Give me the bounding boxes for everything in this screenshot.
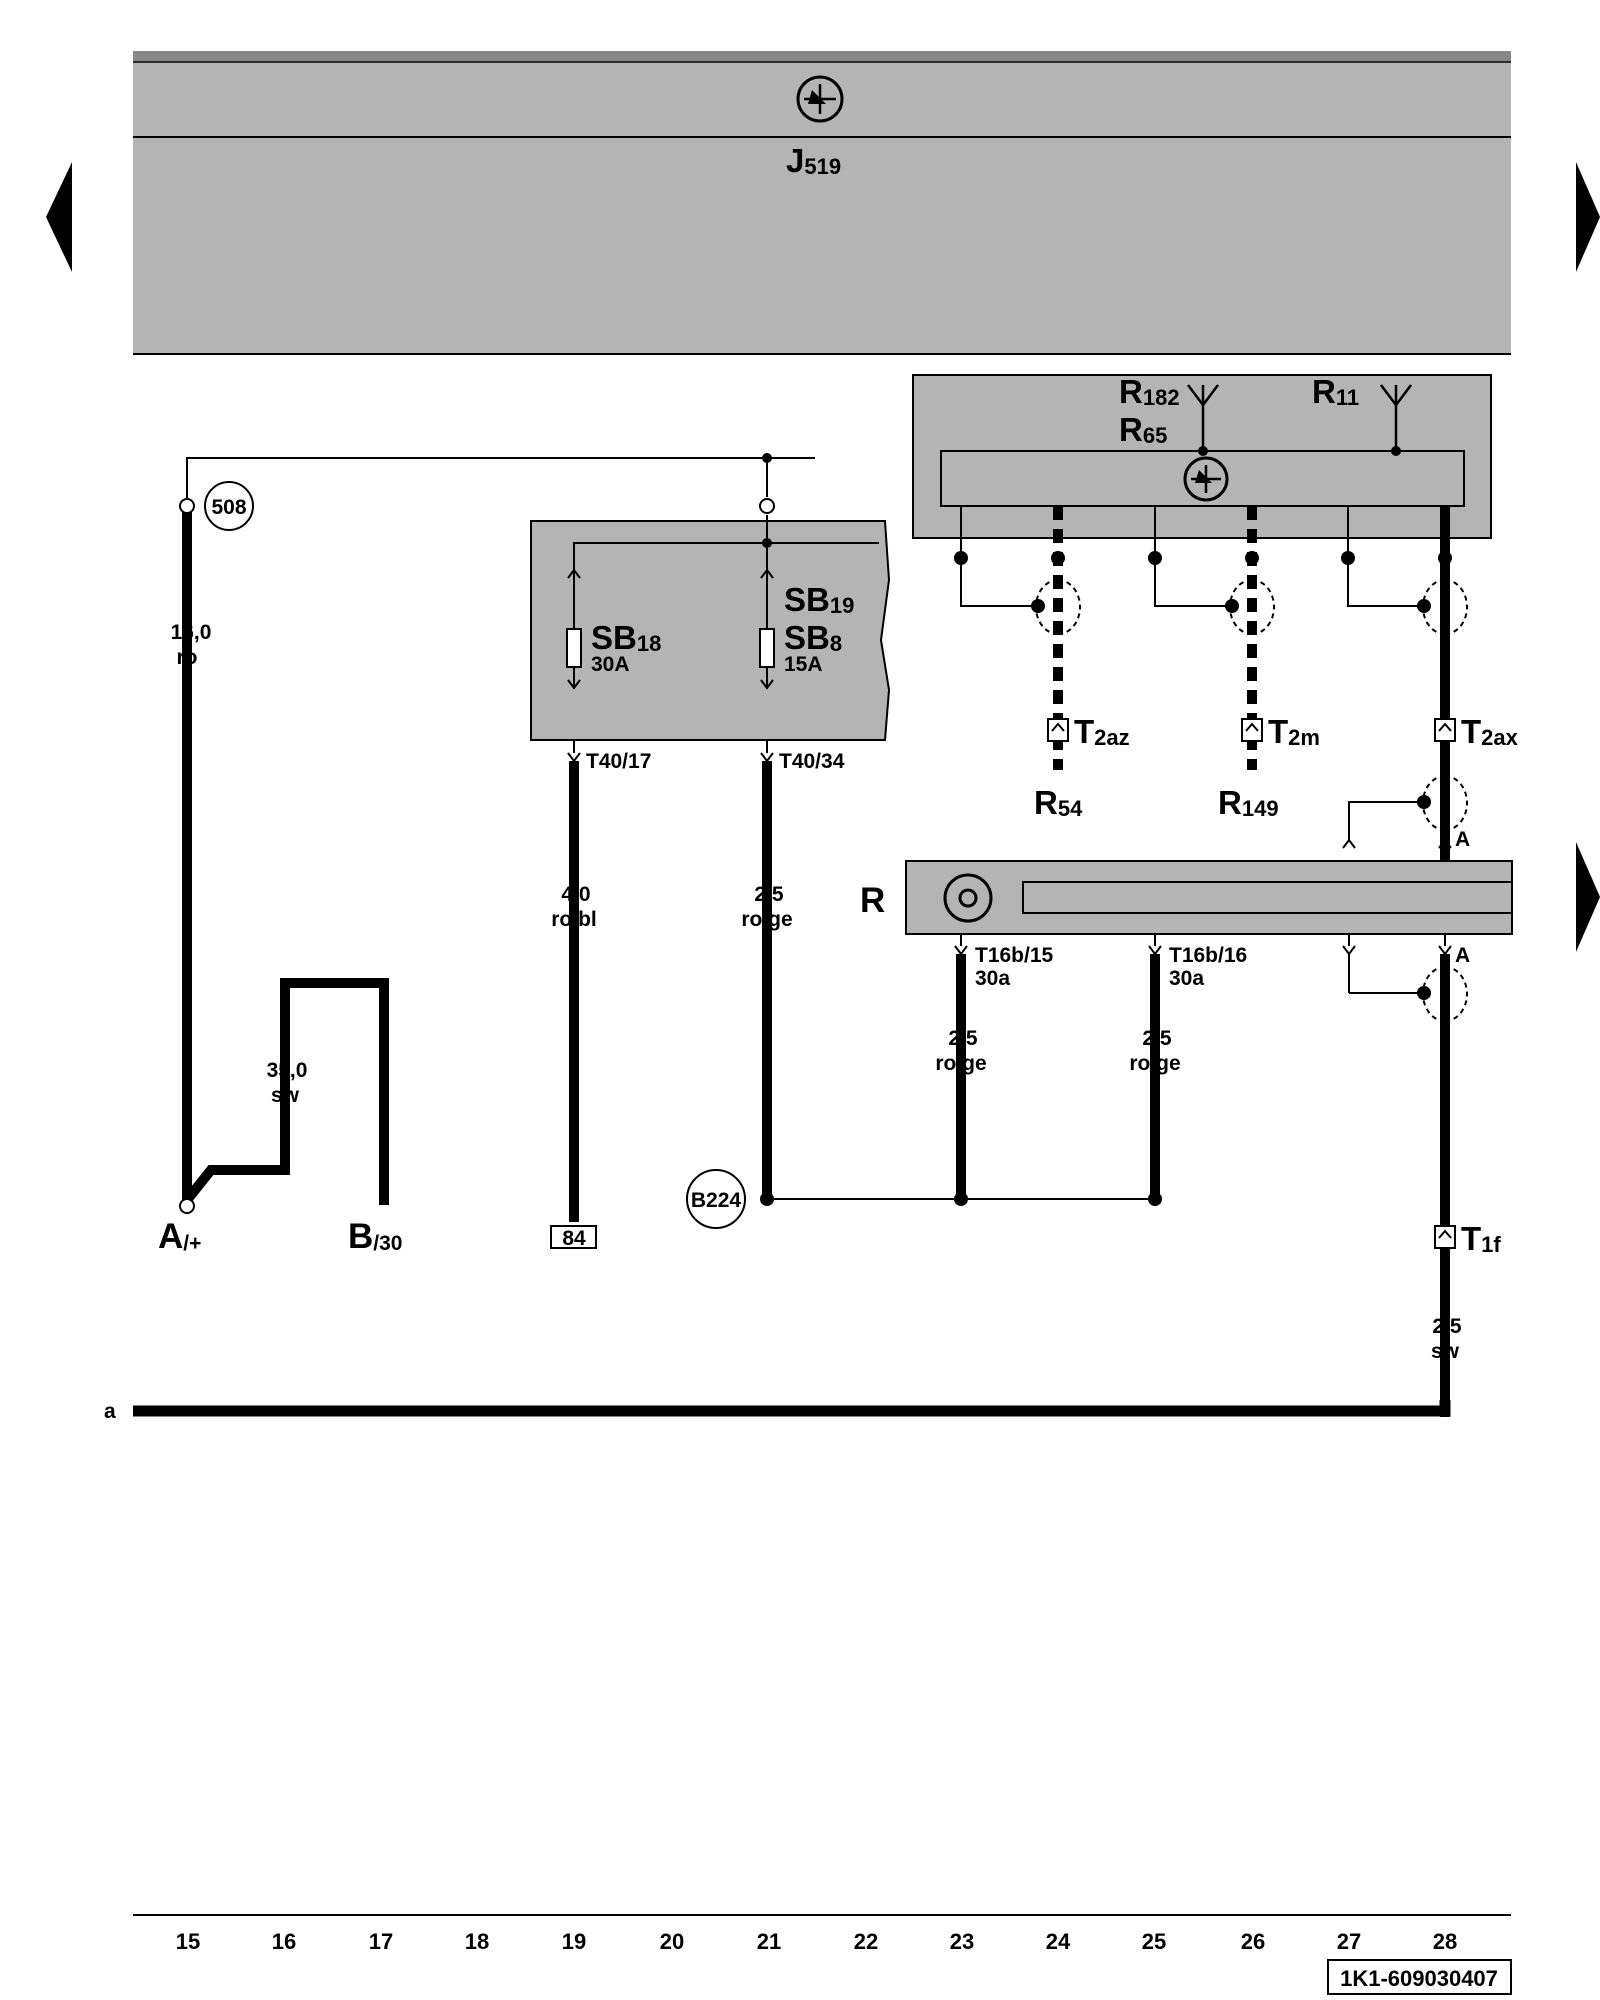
r54-label: R54 bbox=[1034, 784, 1083, 821]
battery-section bbox=[182, 457, 815, 1205]
wire-2-5a-color: ro/ge bbox=[741, 908, 792, 931]
connector-t2az[interactable] bbox=[1047, 718, 1069, 742]
column-number: 19 bbox=[562, 1929, 586, 1954]
column-number: 21 bbox=[757, 1929, 781, 1954]
pin-t40-17: T40/17 bbox=[586, 750, 651, 773]
terminal-a-point bbox=[179, 1198, 195, 1214]
doc-id-box: 1K1-609030407 bbox=[1327, 1959, 1512, 1995]
sb18-label: SB18 bbox=[591, 619, 661, 656]
nav-prev-icon[interactable] bbox=[46, 162, 72, 272]
svg-text:84: 84 bbox=[562, 1227, 586, 1250]
ground-wire-a bbox=[133, 1400, 1451, 1417]
wire-2-5sw-color: sw bbox=[1431, 1340, 1460, 1363]
pin-t40-34: T40/34 bbox=[779, 750, 845, 773]
wire-2-5a-size: 2,5 bbox=[754, 883, 784, 906]
column-number: 22 bbox=[854, 1929, 878, 1954]
svg-text:B224: B224 bbox=[691, 1189, 742, 1212]
wire-2-5c-size: 2,5 bbox=[1142, 1027, 1172, 1050]
fuse-box-input-point bbox=[759, 498, 775, 514]
pin-t16b-16: T16b/16 bbox=[1169, 944, 1247, 967]
sb18-rating: 30A bbox=[591, 653, 630, 676]
pin-a-top: A bbox=[1455, 828, 1470, 851]
column-number: 15 bbox=[176, 1929, 200, 1954]
fuse-box[interactable] bbox=[530, 520, 891, 741]
wire-2-5b-size: 2,5 bbox=[948, 1027, 978, 1050]
column-number: 18 bbox=[465, 1929, 489, 1954]
wire-4-size: 4,0 bbox=[561, 883, 590, 906]
column-number: 24 bbox=[1046, 1929, 1071, 1954]
r-component[interactable] bbox=[905, 860, 1513, 935]
column-number: 25 bbox=[1142, 1929, 1166, 1954]
r149-label: R149 bbox=[1218, 784, 1279, 821]
sb8-label: SB8 bbox=[784, 619, 842, 656]
wire-4-color: ro/bl bbox=[551, 908, 597, 931]
t1f-label: T1f bbox=[1461, 1220, 1501, 1257]
fuse-sb18-icon[interactable] bbox=[566, 568, 582, 690]
sb19-label: SB19 bbox=[784, 581, 854, 618]
antenna-icon bbox=[1380, 384, 1412, 451]
wire-16-size: 16,0 bbox=[171, 621, 212, 644]
radio-shield-wires bbox=[954, 506, 1468, 860]
t2az-label: T2az bbox=[1074, 713, 1130, 750]
pin-t16b-15-terminal: 30a bbox=[975, 967, 1010, 990]
r-label: R bbox=[860, 881, 885, 920]
wire-35-color: sw bbox=[271, 1084, 300, 1107]
wire-35-size: 35,0 bbox=[267, 1059, 308, 1082]
t2m-label: T2m bbox=[1268, 713, 1320, 750]
connector-t2m[interactable] bbox=[1241, 718, 1263, 742]
wire-2-5b-color: ro/ge bbox=[935, 1052, 986, 1075]
control-unit-icon bbox=[1183, 456, 1229, 502]
j519-label: J519 bbox=[786, 142, 841, 179]
column-number: 17 bbox=[369, 1929, 393, 1954]
splice-508-point bbox=[179, 498, 195, 514]
j519-module[interactable] bbox=[133, 51, 1511, 355]
wire-2-5c-color: ro/ge bbox=[1129, 1052, 1180, 1075]
node-508[interactable]: 508 bbox=[204, 481, 254, 531]
wire-16-color: ro bbox=[177, 646, 198, 669]
ref-84-box[interactable]: 84 bbox=[550, 1225, 597, 1250]
column-number: 26 bbox=[1241, 1929, 1265, 1954]
nav-next-icon-lower[interactable] bbox=[1576, 842, 1600, 952]
continuation-a-label: a bbox=[104, 1400, 116, 1423]
nav-next-icon[interactable] bbox=[1576, 162, 1600, 272]
sb8-rating: 15A bbox=[784, 653, 823, 676]
column-number: 28 bbox=[1433, 1929, 1457, 1954]
r182-label: R182 bbox=[1119, 373, 1180, 410]
pin-a-bottom: A bbox=[1455, 944, 1470, 967]
fuse-sb8-icon[interactable] bbox=[759, 568, 775, 690]
column-number: 20 bbox=[660, 1929, 684, 1954]
shield-t2ax-r bbox=[1342, 775, 1468, 849]
column-number: 23 bbox=[950, 1929, 974, 1954]
wire-2-5sw-size: 2,5 bbox=[1432, 1315, 1462, 1338]
doc-id: 1K1-609030407 bbox=[1340, 1966, 1498, 1991]
terminal-a-label: A/+ bbox=[158, 1217, 201, 1256]
r11-label: R11 bbox=[1312, 373, 1359, 410]
antenna-icon bbox=[1187, 384, 1219, 451]
terminal-b-label: B/30 bbox=[348, 1217, 402, 1256]
connector-t1f[interactable] bbox=[1434, 1225, 1456, 1249]
column-number: 27 bbox=[1337, 1929, 1361, 1954]
t2ax-label: T2ax bbox=[1461, 713, 1519, 750]
footer-columns: 15 16 17 18 19 20 21 22 23 24 25 26 27 2… bbox=[176, 1929, 1457, 1954]
control-unit-icon bbox=[796, 75, 844, 123]
r-output-wires bbox=[956, 954, 1450, 1417]
r-pins bbox=[954, 934, 1468, 1022]
connector-t2ax[interactable] bbox=[1434, 718, 1456, 742]
pin-t16b-15: T16b/15 bbox=[975, 944, 1054, 967]
pin-t16b-16-terminal: 30a bbox=[1169, 967, 1204, 990]
node-b224[interactable]: B224 bbox=[686, 1169, 746, 1229]
svg-text:508: 508 bbox=[211, 496, 246, 519]
column-number: 16 bbox=[272, 1929, 296, 1954]
fuse-box-output-pins bbox=[567, 740, 774, 1222]
r65-label: R65 bbox=[1119, 411, 1167, 448]
